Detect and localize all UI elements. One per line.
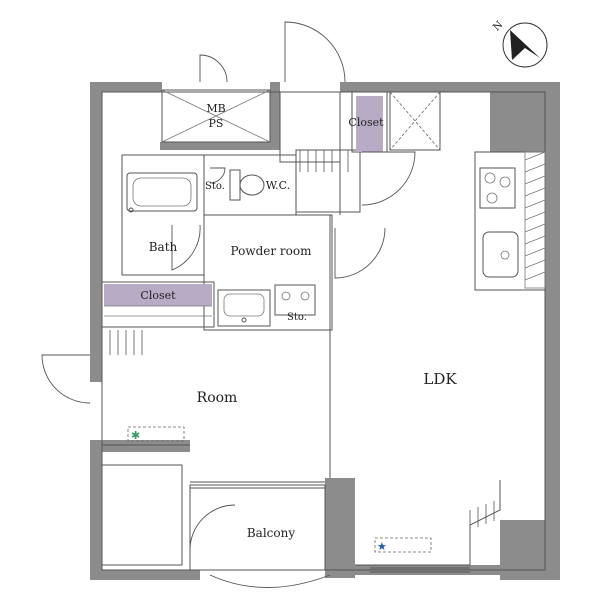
kitchen-wall-hatch: [524, 151, 546, 289]
ldk-marker-box: [374, 537, 432, 553]
bath-label: Bath: [149, 240, 178, 254]
powder-room-label: Powder room: [231, 244, 313, 258]
windows: [190, 481, 470, 573]
room-label: Room: [197, 390, 238, 406]
compass-label: N: [491, 19, 505, 33]
star-icon: ★: [377, 540, 387, 553]
closet-fills: [104, 96, 383, 317]
toilet-icon: [229, 169, 265, 201]
stove-icon: [479, 167, 516, 209]
sto-powder-label: Sto.: [287, 312, 307, 323]
washing-machine-pan-icon: [274, 284, 316, 316]
room-marker-box: [127, 426, 185, 442]
mbps-label-2: PS: [209, 117, 224, 130]
doors: [41, 21, 416, 588]
interior-lines: [101, 89, 546, 571]
kitchen-sink-icon: [482, 231, 519, 278]
mbps-label-1: MB: [206, 102, 225, 115]
sto-wc-label: Sto.: [205, 181, 225, 192]
entry-hatching: [109, 150, 495, 530]
closet-left-label: Closet: [140, 289, 176, 302]
closet-top-label: Closet: [348, 116, 384, 129]
snowflake-icon: ✱: [131, 429, 140, 442]
wc-label: W.C.: [266, 179, 290, 192]
balcony-label: Balcony: [247, 526, 295, 540]
washbasin-icon: [217, 289, 271, 327]
ldk-label: LDK: [423, 370, 457, 388]
north-arrow-icon: [502, 22, 548, 68]
bathtub-icon: [126, 172, 198, 213]
